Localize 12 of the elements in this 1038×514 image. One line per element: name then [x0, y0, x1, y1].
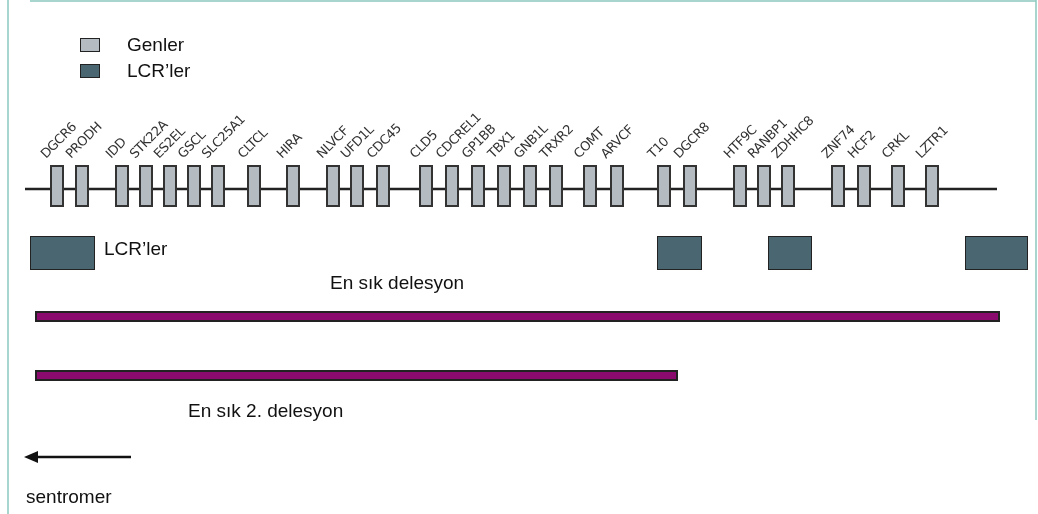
legend-label: LCR’ler	[127, 60, 191, 82]
lcr-box	[30, 236, 95, 270]
lcr-box	[965, 236, 1028, 270]
centromere-caption: sentromer	[26, 486, 112, 508]
lcr-caption: LCR’ler	[104, 238, 168, 260]
gene-name: T10	[644, 134, 672, 161]
gene-name: IDD	[102, 134, 129, 161]
lcr-box	[768, 236, 812, 270]
deletion-caption: En sık delesyon	[330, 272, 465, 294]
legend-label: Genler	[127, 34, 185, 56]
lcr-box	[657, 236, 702, 270]
deletion-caption: En sık 2. delesyon	[188, 400, 344, 422]
